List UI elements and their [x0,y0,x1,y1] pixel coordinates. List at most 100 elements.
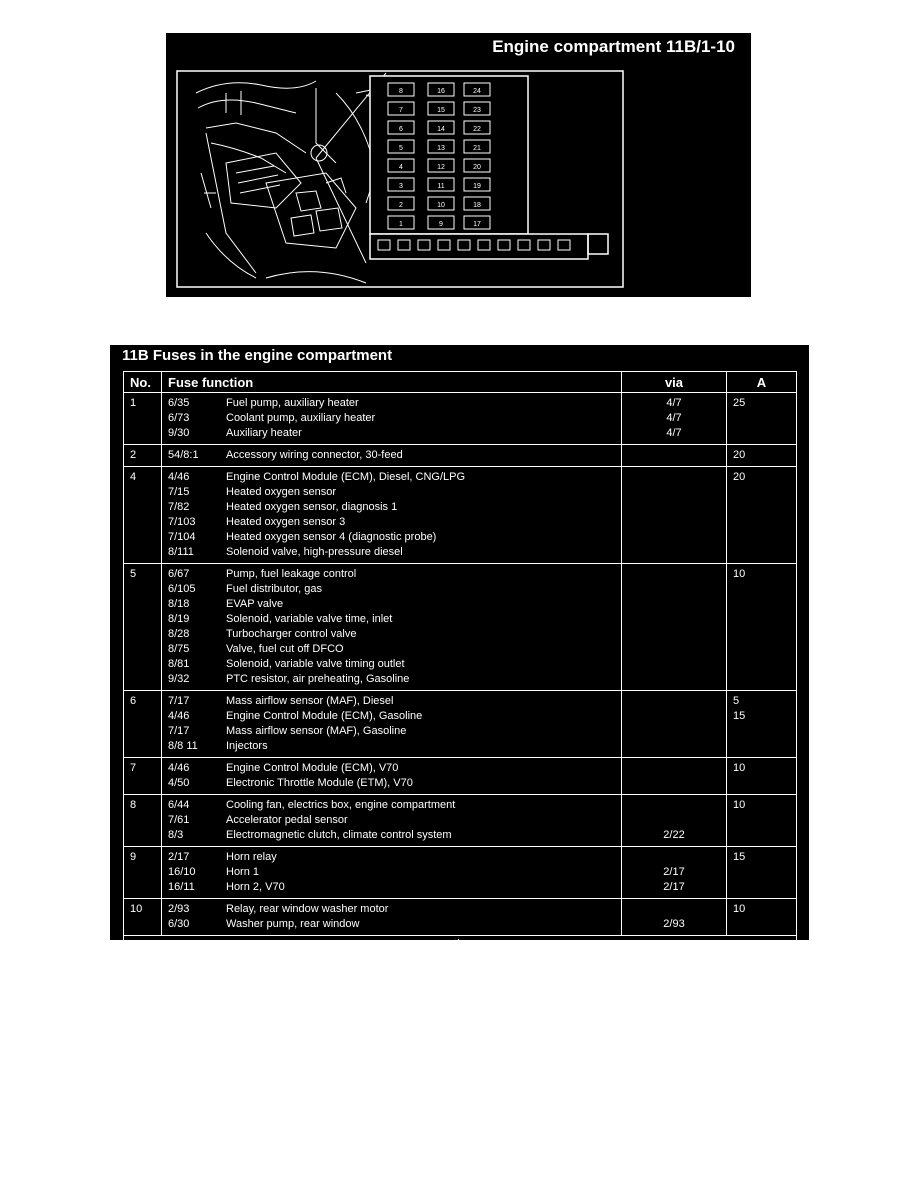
header-via: via [621,371,727,393]
component-description: PTC resistor, air preheating, Gasoline [226,673,410,685]
fuse-slot [463,120,491,135]
component-ref: 6/44 [168,799,190,811]
fuse-slot [427,196,455,211]
table-row: 6/105 Fuel distributor, gas [123,582,797,597]
amp-rating [726,776,797,795]
fuse-slot [463,139,491,154]
via-value [621,898,727,917]
via-value [621,739,727,758]
fuse-number: 4 [123,466,162,485]
table-row: 7/103 Heated oxygen sensor 3 [123,515,797,530]
via-value [621,530,727,545]
via-value [621,724,727,739]
component-ref: 2/17 [168,851,190,863]
amp-rating [726,739,797,758]
component-description: Fuel pump, auxiliary heater [226,397,359,409]
fuse-slot-number: 3 [399,183,403,190]
component-ref: 8/18 [168,598,190,610]
fuse-number [123,411,162,426]
table-row: 7/104 Heated oxygen sensor 4 (diagnostic … [123,530,797,545]
amp-rating [726,612,797,627]
component-description: Valve, fuel cut off DFCO [226,643,344,655]
component-description: Heated oxygen sensor 3 [226,516,346,528]
component-description: Washer pump, rear window [226,918,360,930]
via-value [621,846,727,865]
component-ref: 7/15 [168,486,190,498]
amp-rating [726,411,797,426]
component-description: Electronic Throttle Module (ETM), V70 [226,777,413,789]
component-description: Fuel distributor, gas [226,583,322,595]
fuse-slot [463,82,491,97]
component-ref: 16/10 [168,866,196,878]
component-description: Relay, rear window washer motor [226,903,389,915]
fuse-slot-number: 9 [439,221,443,228]
fuse-number [123,485,162,500]
component-ref: 6/105 [168,583,196,595]
fuse-slot-number: 5 [399,145,403,152]
component-ref: 4/46 [168,471,190,483]
component-description: Heated oxygen sensor 4 (diagnostic probe… [226,531,437,543]
fuse-slot [463,215,491,230]
amp-rating [726,917,797,936]
fuse-slot [387,139,415,154]
fuse-function: 6/105 Fuel distributor, gas [161,582,622,597]
component-ref: 8/111 [168,546,194,558]
component-ref: 8/28 [168,628,190,640]
component-description: Heated oxygen sensor [226,486,337,498]
fuse-number [123,426,162,445]
fuse-slot [463,177,491,192]
fuse-slot [427,101,455,116]
header-amp: A [726,371,797,393]
component-description: Engine Control Module (ECM), Gasoline [226,710,423,722]
amp-rating [726,426,797,445]
component-ref: 7/103 [168,516,196,528]
fuse-number: 10 [123,898,162,917]
header-function: Fuse function [161,371,622,393]
fuse-number [123,642,162,657]
table-row: 4/50 Electronic Throttle Module (ETM), V7… [123,776,797,795]
amp-rating [726,515,797,530]
component-ref: 4/50 [168,777,190,789]
amp-rating [726,880,797,899]
fuse-slot-number: 14 [437,126,445,133]
component-description: Accelerator pedal sensor [226,814,348,826]
component-ref: 9/30 [168,427,190,439]
component-ref: 6/67 [168,568,190,580]
fuse-slot [387,101,415,116]
fuse-number: 1 [123,392,162,411]
fuse-slot-number: 23 [473,107,481,114]
via-value [621,444,727,467]
fuse-number [123,627,162,642]
amp-rating [726,865,797,880]
via-value [621,466,727,485]
component-ref: 2/93 [168,903,190,915]
fuse-slot [387,158,415,173]
table-footer-row: continues [123,935,797,954]
fuse-slot [387,177,415,192]
fuse-number [123,672,162,691]
via-value [621,657,727,672]
amp-rating [726,724,797,739]
component-ref: 8/3 [168,829,184,841]
component-ref: 6/30 [168,918,190,930]
component-ref: 7/104 [168,531,196,543]
